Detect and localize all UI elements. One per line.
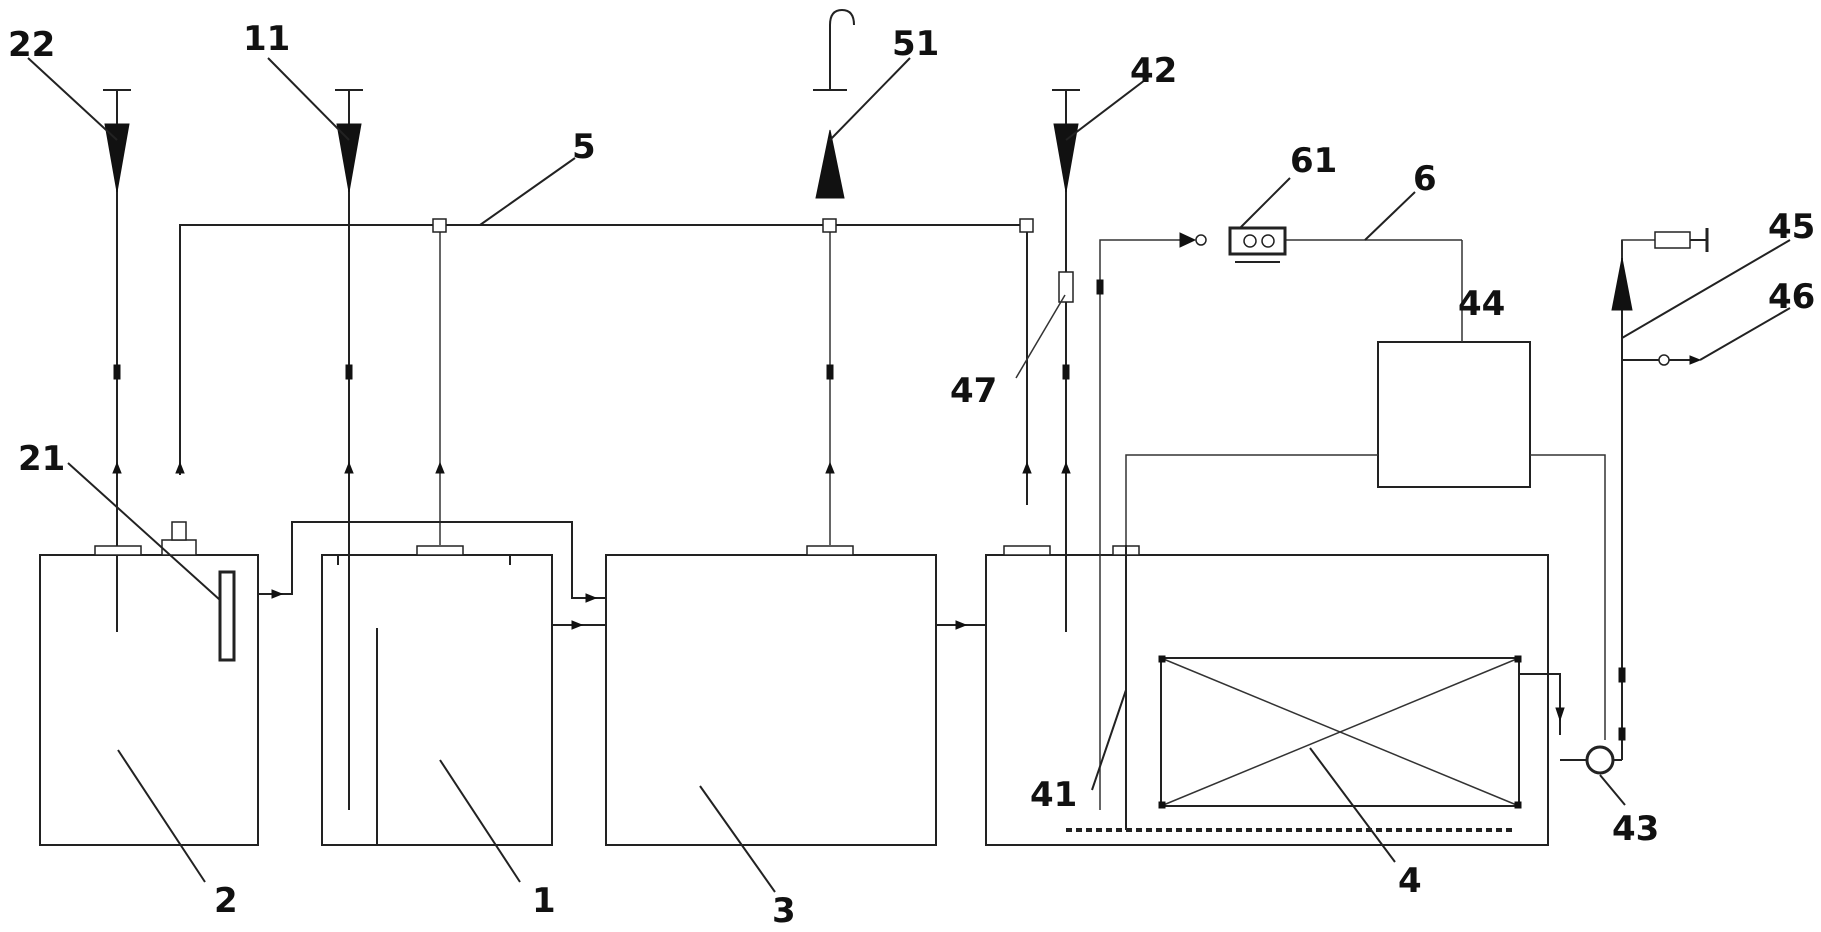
fitting-tank1-top [416,545,464,556]
membrane-corner-tr [1514,655,1522,663]
overflow-2-to-1 [258,521,606,599]
branch-46-valve [1658,354,1670,366]
pipe-5-tee-2 [822,218,837,233]
level-sensor-21 [218,570,236,662]
label-5-leader [479,157,576,226]
flow-arrow-up-b [435,461,445,474]
label-21-leader [67,462,221,601]
tank-3 [605,554,937,846]
label-22-leader [27,57,118,141]
vent-51-valve [826,364,834,380]
box44-to-tank4 [1125,454,1378,545]
pipe-5-header [179,224,1028,505]
label-43-leader [1599,774,1626,806]
vent-11-arrow [344,461,354,474]
label-45-leader [1621,239,1791,339]
vent-42-filter [1053,123,1079,193]
label-3: 3 [772,891,796,931]
label-6: 6 [1413,159,1437,199]
label-51: 51 [892,24,939,64]
dosing-line-valve [1096,279,1104,295]
membrane-corner-bl [1158,801,1166,809]
label-4: 4 [1398,861,1422,901]
membrane-outlet-arrow [1555,707,1565,722]
transfer-3-4-arrow [955,620,968,630]
dosing-line-6 [1099,239,1180,810]
overflow-arrow-a [271,589,284,599]
label-2: 2 [214,881,238,921]
label-42-leader [1065,79,1146,141]
branch-46-arrow [1689,355,1702,365]
tank-4-main [985,554,1549,846]
label-41: 41 [1030,775,1077,815]
vent-11-valve [345,364,353,380]
valve-43 [1585,745,1615,775]
label-42: 42 [1130,51,1177,91]
label-46: 46 [1768,277,1815,317]
outlet-45-valve-b [1618,727,1626,741]
label-6-leader [1364,191,1416,241]
dosing-pump-61 [1228,226,1287,256]
sensor-47 [1058,271,1074,303]
vent-51-gooseneck [829,8,855,90]
label-51-leader [829,57,911,141]
vent-42-valve [1062,364,1070,380]
label-5: 5 [572,127,596,167]
flow-arrow-up-a [175,461,185,474]
label-46-leader [1699,307,1791,361]
label-11: 11 [243,19,290,59]
tank-2-sensor-stem [171,521,187,541]
outlet-45-top [1621,239,1655,258]
label-2-leader [117,749,206,883]
label-45: 45 [1768,207,1815,247]
membrane-corner-tl [1158,655,1166,663]
label-43: 43 [1612,809,1659,849]
dosing-pump-61-rotor-b [1261,234,1275,248]
outlet-45-arrow [1611,257,1633,311]
vent-22-arrow [112,461,122,474]
vent-22-valve [113,364,121,380]
tank-1 [321,554,553,846]
label-47-leader [1015,294,1066,379]
vent-51-filter [815,129,845,199]
label-3-leader [699,785,776,893]
membrane-module-4 [1160,657,1520,807]
label-61: 61 [1290,141,1337,181]
overflow-arrow-b [585,593,598,603]
membrane-cross-b [1160,657,1520,807]
box44-to-valve43 [1530,454,1606,740]
label-1-leader [439,759,521,883]
flow-arrow-up-d [1022,461,1032,474]
label-11-leader [267,57,350,141]
label-41-leader [1091,689,1127,791]
label-44: 44 [1458,284,1505,324]
pipe-5-tee-3 [1019,218,1034,233]
check-valve-61 [1179,232,1197,248]
transfer-1-3-arrow [571,620,584,630]
outlet-45-valve-a [1618,667,1626,683]
check-valve-61-ball [1195,234,1207,246]
dosing-pump-61-rotor-a [1243,234,1257,248]
controller-box-44 [1377,341,1531,488]
fitting-tank3-top [806,545,854,556]
membrane-corner-br [1514,801,1522,809]
vent-42-arrow [1061,461,1071,474]
vent-22-filter [104,123,130,193]
fitting-tank4-top [1003,545,1051,556]
label-1: 1 [532,881,556,921]
tank-2 [39,554,259,846]
label-47: 47 [950,371,997,411]
fitting-tank2-top [94,545,142,556]
label-21: 21 [18,439,65,479]
label-4-leader [1309,747,1396,863]
flow-arrow-up-c [825,461,835,474]
outlet-45-meter [1654,231,1691,249]
vent-11-filter [336,123,362,193]
label-22: 22 [8,25,55,65]
label-61-leader [1239,177,1291,229]
pipe-5-tee-1 [432,218,447,233]
